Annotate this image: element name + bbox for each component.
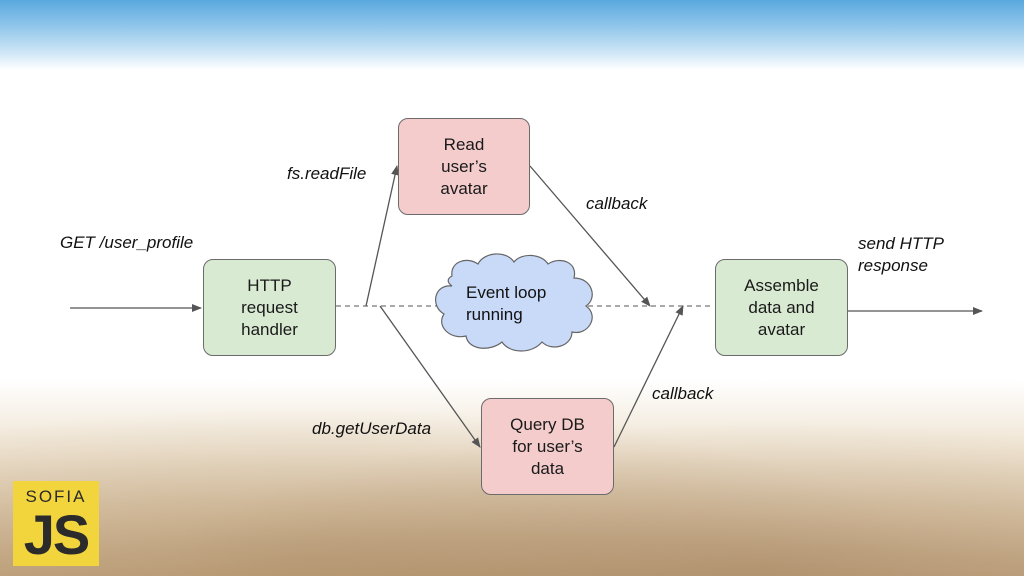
node-read-avatar-label: Read user’s avatar bbox=[440, 134, 488, 198]
label-callback-top: callback bbox=[586, 194, 648, 213]
event-loop-cloud bbox=[435, 253, 593, 352]
label-db-getuserdata: db.getUserData bbox=[312, 419, 432, 438]
label-send-response: send HTTP response bbox=[858, 234, 944, 275]
logo-js-text: JS bbox=[23, 503, 91, 566]
node-read-avatar: Read user’s avatar bbox=[398, 118, 530, 215]
arrow-callback-top bbox=[529, 165, 651, 307]
node-assemble: Assemble data and avatar bbox=[715, 259, 848, 356]
arrow-callback-bottom bbox=[613, 305, 684, 448]
label-get-request: GET /user_profile bbox=[60, 233, 194, 252]
logo-sofia-text: SOFIA bbox=[25, 487, 87, 506]
node-query-db: Query DB for user’s data bbox=[481, 398, 614, 495]
event-loop-label: Event loop running bbox=[466, 283, 547, 324]
node-assemble-label: Assemble data and avatar bbox=[744, 275, 819, 339]
label-callback-bottom: callback bbox=[652, 384, 714, 403]
sky-background bbox=[0, 0, 1024, 70]
label-fs-readfile: fs.readFile bbox=[287, 164, 367, 183]
node-query-db-label: Query DB for user’s data bbox=[510, 414, 585, 478]
arrow-fs-readfile bbox=[365, 165, 399, 307]
node-http-request-handler: HTTP request handler bbox=[203, 259, 336, 356]
arrow-db-getuserdata bbox=[379, 305, 481, 448]
node-http-request-handler-label: HTTP request handler bbox=[241, 275, 298, 339]
sofiajs-logo: SOFIA JS bbox=[13, 481, 99, 566]
